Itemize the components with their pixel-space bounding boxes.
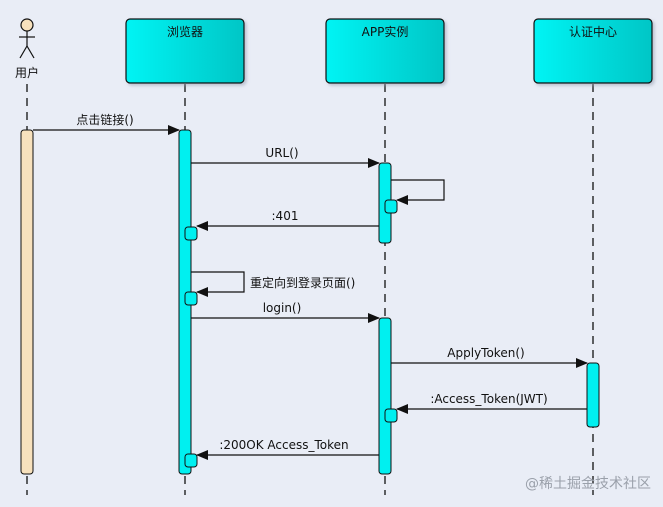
participant-label-auth: 认证中心 [569, 24, 617, 39]
activation-auth [586, 362, 600, 428]
message-arrow-redirect [191, 271, 245, 297]
activation-browser-200 [184, 453, 198, 468]
participant-box-auth [533, 18, 653, 84]
message-label-access-token: :Access_Token(JWT) [430, 392, 547, 406]
actor-user-icon [19, 18, 35, 59]
activation-app-self [384, 199, 398, 214]
activation-user [20, 129, 34, 475]
message-label-401: :401 [272, 209, 299, 223]
message-arrow-app-self [391, 179, 445, 205]
participant-label-user: 用户 [15, 65, 39, 80]
participant-label-app: APP实例 [362, 24, 409, 39]
participant-box-app [325, 18, 445, 84]
watermark: @稀土掘金技术社区 [525, 476, 651, 492]
message-label-click-link: 点击链接() [76, 112, 133, 127]
participant-box-browser [125, 18, 245, 84]
message-label-200ok: :200OK Access_Token [219, 438, 348, 452]
message-label-redirect: 重定向到登录页面() [250, 275, 355, 290]
activation-browser-401 [184, 226, 198, 241]
activation-app-jwt [384, 408, 398, 423]
activation-app-2 [378, 317, 392, 475]
message-label-url: URL() [265, 146, 298, 160]
activation-browser-self [184, 291, 198, 306]
message-label-login: login() [263, 301, 302, 315]
message-label-apply-token: ApplyToken() [447, 346, 524, 360]
participant-label-browser: 浏览器 [167, 24, 203, 39]
